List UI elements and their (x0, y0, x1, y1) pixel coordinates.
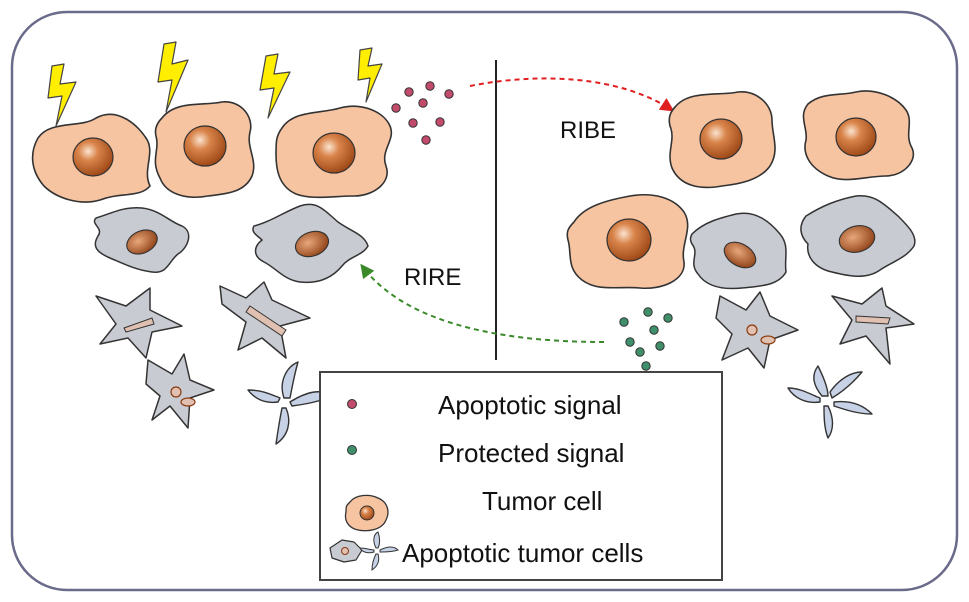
apoptotic-nucleus (838, 225, 876, 253)
right-apoptotic-cells (689, 195, 916, 439)
apoptotic-nucleus (723, 241, 757, 269)
protected-signal-dot (649, 325, 659, 335)
apoptotic-signal-dot (418, 98, 428, 108)
tumor-nucleus (606, 218, 652, 262)
ribe-label: RIBE (560, 117, 616, 144)
protected-signals (619, 307, 673, 371)
fragmented-nucleus (245, 305, 287, 337)
apoptotic-signal-dot (391, 103, 401, 113)
protected-signal-dot-icon (347, 445, 357, 455)
apoptotic-signals (391, 81, 454, 145)
lightning-icon (157, 41, 189, 113)
tumor-nucleus (699, 118, 743, 160)
protected-signal-dot (619, 317, 629, 327)
apoptotic-signal-dot-icon (347, 399, 357, 409)
dead-cell (787, 365, 873, 439)
legend: Apoptotic signal Protected signal Tumor … (319, 371, 723, 581)
lightning-bolts (47, 41, 383, 127)
fragmented-nucleus (855, 315, 891, 325)
apoptotic-tumor-cells-icon (329, 531, 399, 571)
lightning-icon (357, 47, 383, 103)
apoptotic-nucleus (294, 230, 330, 258)
fragment (170, 386, 182, 398)
left-apoptotic-cells (93, 203, 369, 445)
lightning-icon (47, 63, 77, 127)
apoptotic-signal-dot (408, 118, 418, 128)
fragment (760, 335, 776, 345)
apoptotic-nucleus (126, 229, 158, 255)
tumor-nucleus (72, 137, 114, 177)
legend-item-tumor-cell: Tumor cell (482, 486, 602, 516)
tumor-cell-icon (344, 494, 389, 532)
apoptotic-signal-dot (444, 89, 454, 99)
protected-signal-dot (641, 361, 651, 371)
lightning-icon (259, 53, 291, 119)
legend-item-protected-signal: Protected signal (438, 438, 624, 468)
fragmented-nucleus (123, 317, 155, 333)
protected-signal-dot (635, 347, 645, 357)
legend-item-apoptotic-tumor-cells: Apoptotic tumor cells (402, 538, 643, 568)
bystander-tumor-cells (566, 90, 915, 290)
ribe-arrow (469, 77, 675, 112)
tumor-nucleus (312, 132, 356, 174)
legend-item-apoptotic-signal: Apoptotic signal (438, 390, 622, 420)
legend-box (319, 371, 723, 581)
rire-label: RIRE (404, 264, 461, 291)
apoptotic-signal-dot (421, 135, 431, 145)
apoptotic-signal-dot (425, 81, 435, 91)
fragment (746, 324, 758, 336)
protected-signal-dot (655, 341, 665, 351)
protected-signal-dot (625, 337, 635, 347)
protected-signal-dot (663, 313, 673, 323)
fragment (180, 397, 196, 407)
star-apoptotic-cell (831, 287, 915, 365)
apoptotic-signal-dot (435, 117, 445, 127)
tumor-nucleus (835, 117, 877, 157)
irradiated-tumor-cells (31, 101, 393, 203)
tumor-nucleus (183, 125, 227, 167)
rire-arrow (360, 263, 605, 343)
apoptotic-signal-dot (404, 87, 414, 97)
protected-signal-dot (643, 307, 653, 317)
